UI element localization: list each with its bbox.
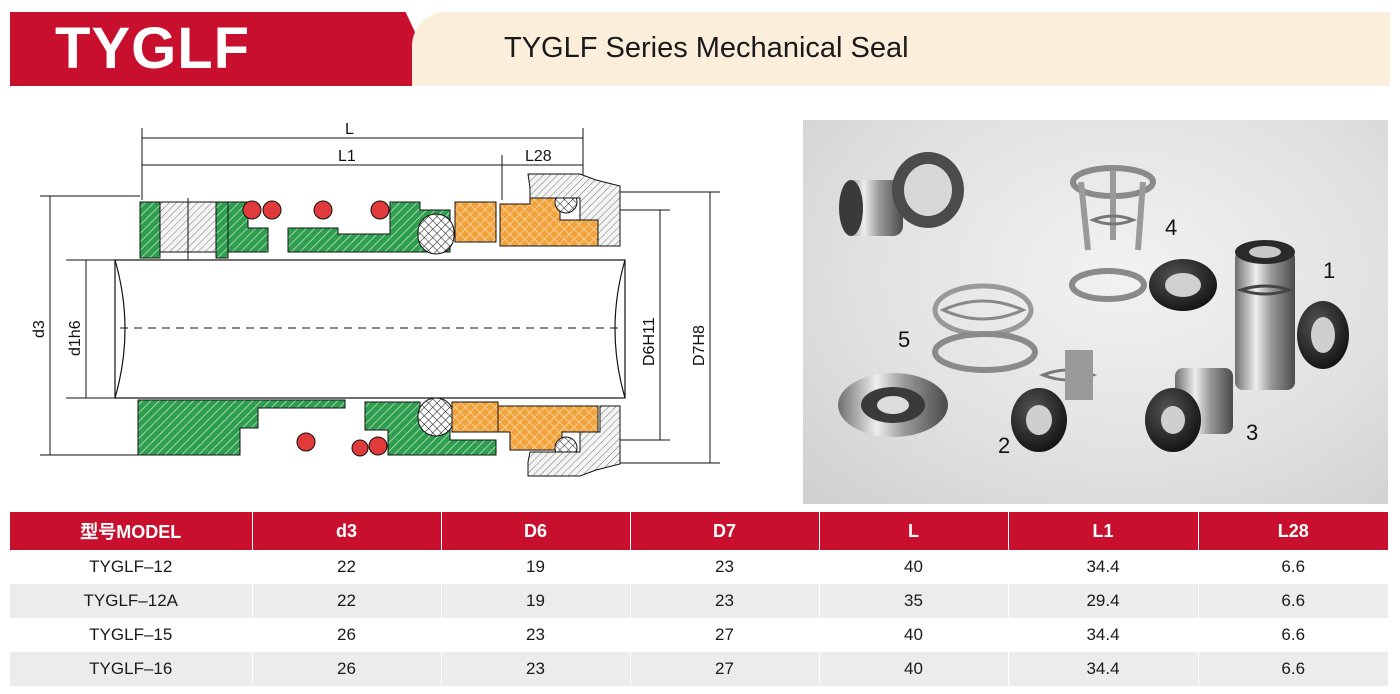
dimension-D7H8 [615, 191, 720, 464]
cell-d3: 22 [252, 584, 442, 618]
column-header-L28: L28 [1198, 512, 1388, 550]
seal-bottom-half [137, 397, 621, 477]
seal-top-half [139, 173, 621, 260]
table-header-row: 型号MODEL d3 D6 D7 L L1 L28 [10, 512, 1388, 550]
dimension-d3 [40, 195, 140, 456]
seal-part-5 [838, 283, 1038, 437]
cell-model: TYGLF–12A [10, 584, 253, 618]
cell-D6: 23 [441, 618, 631, 652]
photo-label-2: 2 [998, 433, 1010, 458]
cell-d3: 26 [252, 618, 442, 652]
brand-name: TYGLF [55, 16, 251, 81]
cell-L28: 6.6 [1198, 652, 1388, 686]
cell-L1: 29.4 [1008, 584, 1199, 618]
seal-part-2 [1011, 350, 1098, 452]
cell-L: 35 [819, 584, 1009, 618]
table-row: TYGLF–16 26 23 27 40 34.4 6.6 [10, 652, 1388, 686]
seal-part-bushing [839, 152, 964, 236]
column-header-model: 型号MODEL [10, 512, 253, 550]
dimension-L [141, 128, 584, 200]
cell-D6: 19 [441, 584, 631, 618]
cell-D7: 27 [630, 652, 820, 686]
cell-D7: 23 [630, 550, 820, 584]
photo-label-1: 1 [1323, 258, 1335, 283]
spec-table: 型号MODEL d3 D6 D7 L L1 L28 TYGLF–12 22 19… [10, 512, 1388, 686]
table-row: TYGLF–12A 22 19 23 35 29.4 6.6 [10, 584, 1388, 618]
dim-label-D6H11: D6H11 [641, 317, 658, 366]
title-band [412, 12, 1390, 86]
page-title: TYGLF Series Mechanical Seal [504, 32, 909, 64]
cell-L28: 6.6 [1198, 550, 1388, 584]
seal-cross-section-drawing: L L1 L28 d3 d1h6 D6H11 D7H8 [31, 121, 720, 477]
dim-label-d1h6: d1h6 [67, 320, 84, 356]
table-row: TYGLF–15 26 23 27 40 34.4 6.6 [10, 618, 1388, 652]
dim-label-d3: d3 [31, 320, 48, 338]
cell-model: TYGLF–12 [10, 550, 253, 584]
dim-label-D7H8: D7H8 [691, 325, 708, 366]
dim-label-L1: L1 [338, 148, 356, 165]
photo-label-3: 3 [1246, 420, 1258, 445]
cell-D7: 23 [630, 584, 820, 618]
cell-d3: 22 [252, 550, 442, 584]
column-header-L: L [819, 512, 1009, 550]
column-header-d3: d3 [252, 512, 442, 550]
cell-d3: 26 [252, 652, 442, 686]
cell-model: TYGLF–16 [10, 652, 253, 686]
cell-model: TYGLF–15 [10, 618, 253, 652]
cell-L28: 6.6 [1198, 584, 1388, 618]
cell-L: 40 [819, 550, 1009, 584]
cell-D6: 19 [441, 550, 631, 584]
cell-D6: 23 [441, 652, 631, 686]
cell-L: 40 [819, 618, 1009, 652]
cell-L1: 34.4 [1008, 652, 1199, 686]
cell-D7: 27 [630, 618, 820, 652]
column-header-L1: L1 [1008, 512, 1199, 550]
shaft [114, 259, 626, 399]
brand-band [10, 12, 440, 86]
cell-L28: 6.6 [1198, 618, 1388, 652]
column-header-D7: D7 [630, 512, 820, 550]
seal-part-4 [1069, 165, 1217, 311]
cell-L1: 34.4 [1008, 550, 1199, 584]
cell-L1: 34.4 [1008, 618, 1199, 652]
table-row: TYGLF–12 22 19 23 40 34.4 6.6 [10, 550, 1388, 584]
photo-label-4: 4 [1165, 215, 1177, 240]
column-header-D6: D6 [441, 512, 631, 550]
page-header: TYGLF TYGLF Series Mechanical Seal [0, 0, 1400, 92]
dim-label-L28: L28 [525, 148, 552, 165]
seal-part-1 [1235, 240, 1349, 390]
dim-label-L: L [345, 121, 354, 138]
cell-L: 40 [819, 652, 1009, 686]
seal-part-3 [1145, 368, 1233, 452]
product-photo: 4 1 5 2 3 [803, 120, 1388, 504]
photo-label-5: 5 [898, 327, 910, 352]
